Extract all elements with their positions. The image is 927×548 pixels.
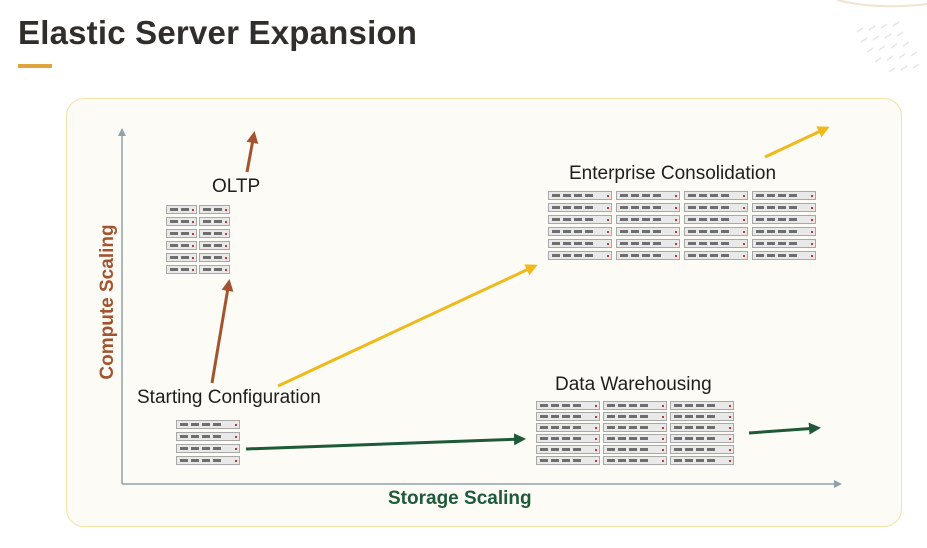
starting-server-rack	[176, 420, 240, 468]
server-unit	[752, 239, 816, 248]
data-warehousing-label: Data Warehousing	[555, 374, 712, 395]
oltp-label: OLTP	[212, 176, 261, 197]
arrow-warehouse-out	[748, 422, 821, 435]
server-unit	[684, 191, 748, 200]
server-unit	[616, 191, 680, 200]
server-unit	[536, 401, 600, 410]
server-unit	[166, 253, 197, 262]
server-unit	[166, 241, 197, 250]
server-unit	[684, 251, 748, 260]
server-unit	[199, 253, 230, 262]
server-unit	[199, 205, 230, 214]
enterprise-server-rack	[548, 191, 822, 263]
server-unit	[548, 215, 612, 224]
server-unit	[684, 227, 748, 236]
server-unit	[670, 434, 734, 443]
diagram-panel	[66, 98, 902, 527]
server-unit	[199, 265, 230, 274]
server-unit	[536, 423, 600, 432]
server-unit	[548, 203, 612, 212]
server-unit	[670, 423, 734, 432]
server-unit	[536, 456, 600, 465]
oltp-server-rack	[166, 205, 368, 277]
server-unit	[548, 191, 612, 200]
enterprise-consolidation-label: Enterprise Consolidation	[569, 163, 777, 184]
server-unit	[176, 456, 240, 465]
warehouse-server-rack	[536, 401, 738, 467]
server-unit	[684, 203, 748, 212]
server-unit	[166, 229, 197, 238]
server-unit	[752, 215, 816, 224]
server-unit	[199, 241, 230, 250]
server-unit	[616, 227, 680, 236]
server-unit	[199, 217, 230, 226]
server-unit	[603, 434, 667, 443]
server-unit	[166, 217, 197, 226]
server-unit	[199, 229, 230, 238]
server-unit	[536, 445, 600, 454]
server-unit	[603, 412, 667, 421]
server-unit	[752, 203, 816, 212]
server-unit	[176, 444, 240, 453]
server-unit	[166, 205, 197, 214]
title-accent-bar	[18, 64, 52, 68]
server-unit	[670, 412, 734, 421]
server-unit	[684, 215, 748, 224]
server-unit	[752, 227, 816, 236]
y-axis-label: Compute Scaling	[97, 224, 118, 380]
arrow-start-to-enterprise	[277, 264, 538, 388]
server-unit	[176, 432, 240, 441]
server-unit	[536, 434, 600, 443]
server-unit	[536, 412, 600, 421]
server-unit	[166, 265, 197, 274]
x-axis-label: Storage Scaling	[388, 488, 532, 509]
server-unit	[670, 456, 734, 465]
arrow-enterprise-out	[764, 126, 830, 159]
arrow-start-to-oltp	[210, 279, 234, 384]
server-unit	[670, 401, 734, 410]
server-unit	[603, 423, 667, 432]
server-unit	[752, 251, 816, 260]
decorative-pattern	[836, 0, 927, 73]
server-unit	[548, 227, 612, 236]
server-unit	[548, 239, 612, 248]
arrow-start-to-warehouse	[245, 433, 526, 451]
server-unit	[684, 239, 748, 248]
slide-title: Elastic Server Expansion	[18, 14, 418, 51]
server-unit	[176, 420, 240, 429]
server-unit	[603, 445, 667, 454]
server-unit	[616, 251, 680, 260]
arrow-oltp-up	[245, 131, 259, 173]
server-unit	[670, 445, 734, 454]
starting-configuration-label: Starting Configuration	[137, 387, 321, 408]
server-unit	[752, 191, 816, 200]
server-unit	[616, 203, 680, 212]
server-unit	[603, 401, 667, 410]
server-unit	[548, 251, 612, 260]
server-unit	[616, 215, 680, 224]
server-unit	[616, 239, 680, 248]
server-unit	[603, 456, 667, 465]
